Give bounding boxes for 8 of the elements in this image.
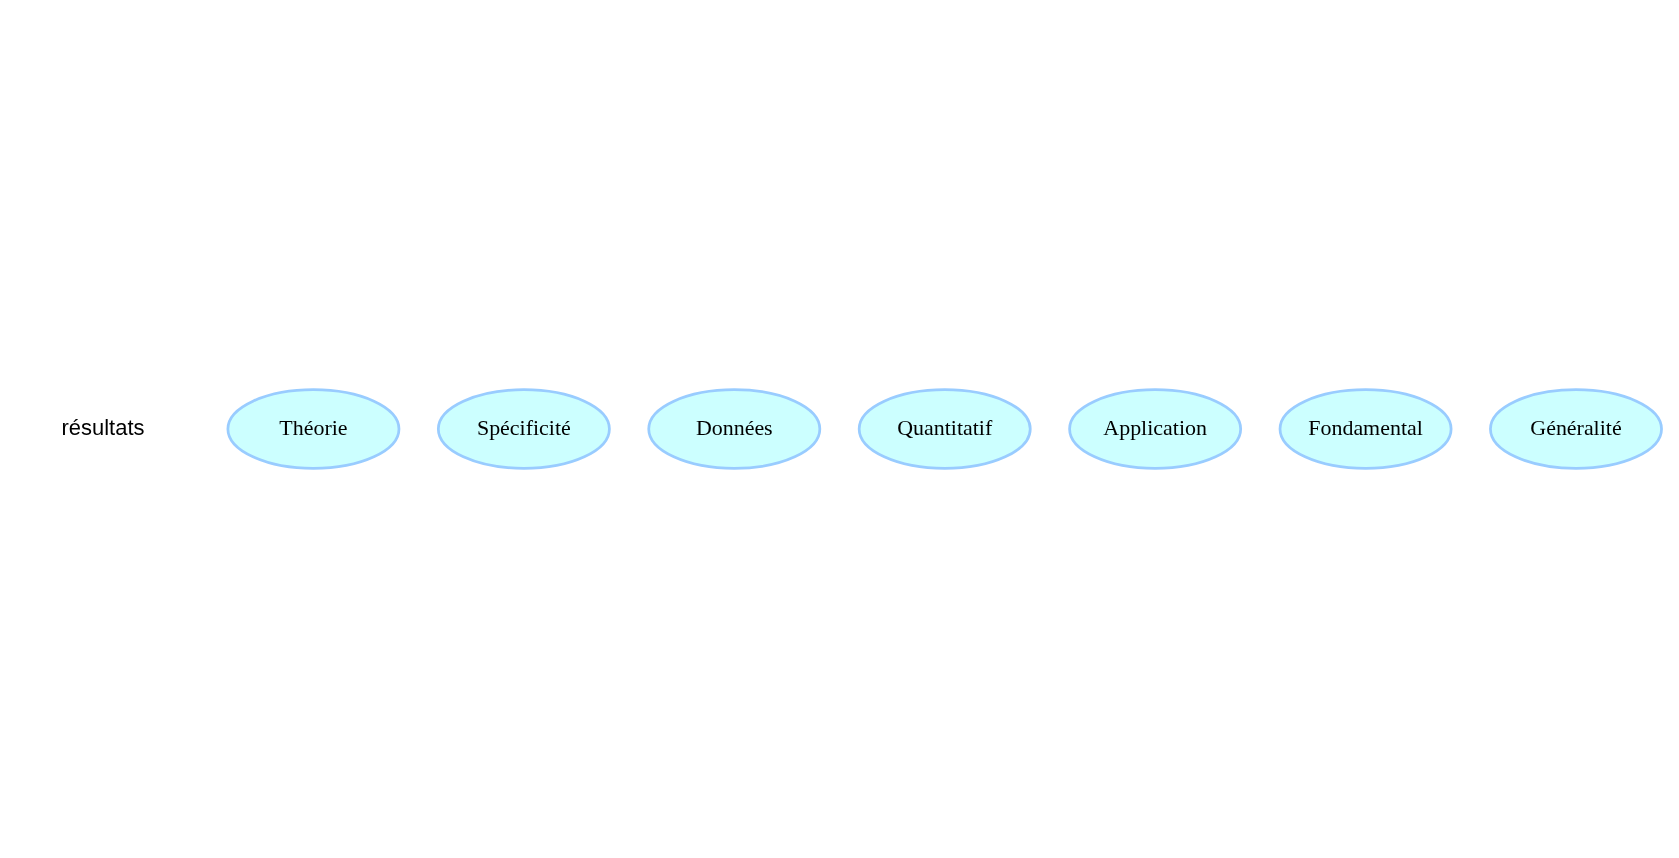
node-ellipse: Généralité [1489, 388, 1663, 470]
node-ellipse: Données [647, 388, 822, 470]
node-ellipse: Application [1068, 388, 1243, 470]
node-ellipse: Quantitatif [857, 388, 1032, 470]
node-ellipse: Spécificité [436, 388, 611, 470]
node-ellipse: Fondamental [1278, 388, 1453, 470]
label: résultats [61, 414, 145, 440]
node-ellipse: Théorie [226, 388, 401, 470]
